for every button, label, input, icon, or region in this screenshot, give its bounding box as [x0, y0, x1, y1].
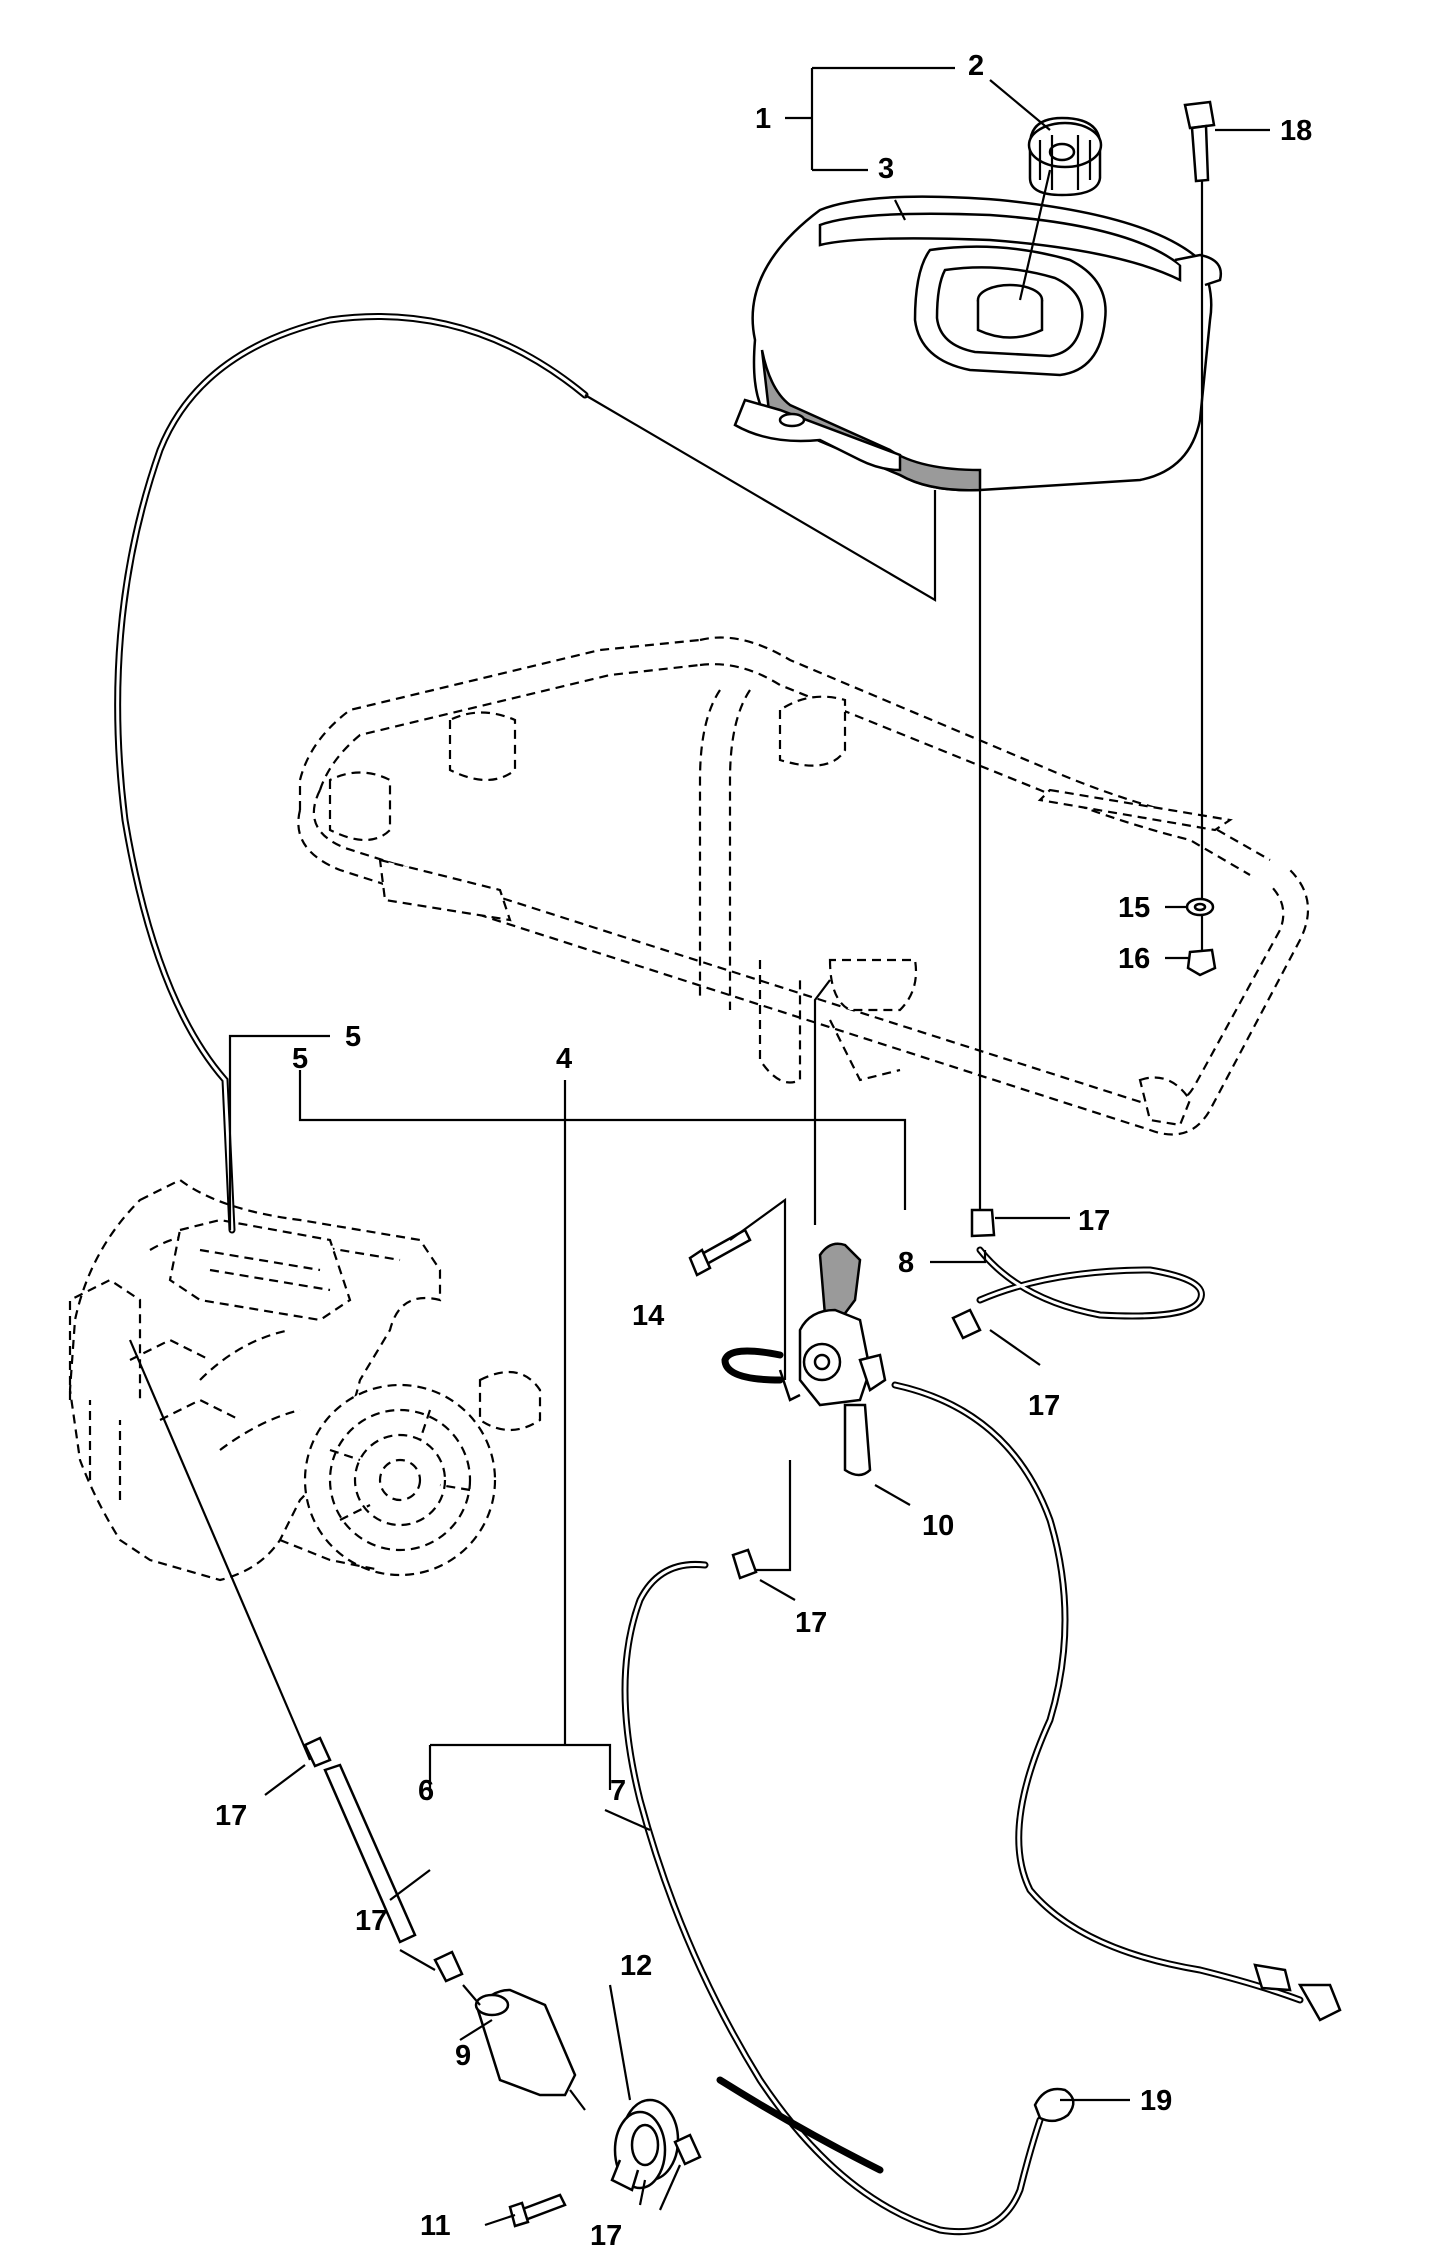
frame-dashed — [297, 636, 1310, 1136]
leader-lines — [228, 66, 1270, 2227]
label-19: 19 — [1140, 2085, 1172, 2117]
label-1: 1 — [755, 103, 771, 135]
label-5-top: 5 — [345, 1021, 361, 1053]
label-17-top: 17 — [1078, 1205, 1110, 1237]
label-6: 6 — [418, 1775, 434, 1807]
label-17-right: 17 — [1028, 1390, 1060, 1422]
label-16: 16 — [1118, 943, 1150, 975]
engine-dashed — [68, 1178, 542, 1582]
label-7: 7 — [610, 1775, 626, 1807]
throttle-lever — [778, 1242, 887, 1477]
label-3: 3 — [878, 153, 894, 185]
label-14: 14 — [632, 1300, 664, 1332]
label-11: 11 — [420, 2210, 451, 2242]
label-17-bottom: 17 — [590, 2220, 622, 2252]
fuel-tank — [733, 195, 1223, 492]
label-17-lower: 17 — [355, 1905, 387, 1937]
hardware — [688, 100, 1217, 1580]
label-18: 18 — [1280, 115, 1312, 147]
label-8: 8 — [898, 1247, 914, 1279]
label-2: 2 — [968, 50, 984, 82]
label-5-bottom: 5 — [292, 1043, 308, 1075]
label-15: 15 — [1118, 892, 1150, 924]
label-17-left: 17 — [215, 1800, 247, 1832]
label-4: 4 — [556, 1043, 572, 1075]
part-labels: 1 2 3 18 15 16 5 5 4 17 8 14 17 10 17 6 … — [215, 50, 1312, 2252]
label-9: 9 — [455, 2040, 471, 2072]
label-12: 12 — [620, 1950, 652, 1982]
label-10: 10 — [922, 1510, 954, 1542]
label-17-mid: 17 — [795, 1607, 827, 1639]
cables — [114, 313, 1304, 2236]
fuel-cap — [1027, 116, 1103, 197]
